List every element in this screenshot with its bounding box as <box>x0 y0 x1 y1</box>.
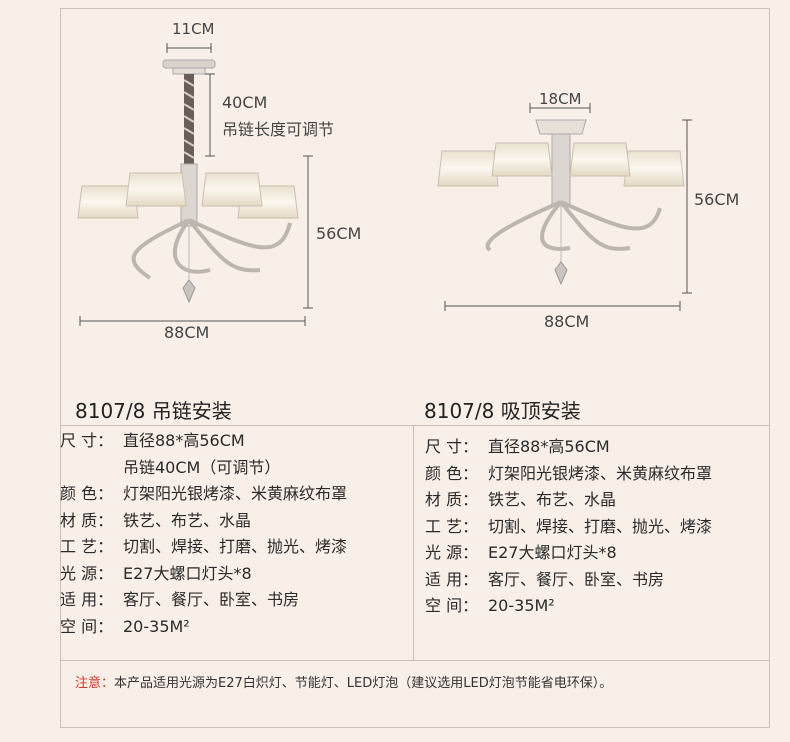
spec-value: 客厅、餐厅、卧室、书房 <box>123 590 300 609</box>
spec-value: 20-35M² <box>488 596 555 615</box>
right-height-label: 56CM <box>694 190 740 209</box>
installation-note: 注意：本产品适用光源为E27白炽灯、节能灯、LED灯泡（建议选用LED灯泡节能省… <box>75 672 612 691</box>
spec-label: 材 质： <box>425 490 479 509</box>
spec-row: 尺 寸： 直径88*高56CM <box>60 428 347 455</box>
spec-value: 铁艺、布艺、水晶 <box>123 510 252 530</box>
spec-label: 颜 色： <box>60 484 114 503</box>
flush-mount-chandelier-illustration <box>437 119 685 286</box>
left-chain-note-label: 吊链长度可调节 <box>222 120 335 139</box>
spec-value: E27大螺口灯头*8 <box>488 543 617 562</box>
column-divider <box>413 425 414 660</box>
spec-row: 吊链40CM（可调节） <box>60 455 347 482</box>
spec-label: 尺 寸： <box>60 431 114 450</box>
spec-label: 颜 色： <box>425 463 479 483</box>
spec-row: 颜 色： 灯架阳光银烤漆、米黄麻纹布罩 <box>425 461 712 488</box>
spec-value: 灯架阳光银烤漆、米黄麻纹布罩 <box>123 484 348 503</box>
note-prefix: 注意： <box>75 676 115 691</box>
right-top-width-label: 18CM <box>539 90 582 108</box>
left-height-label: 56CM <box>316 224 362 243</box>
note-text: 本产品适用光源为E27白炽灯、节能灯、LED灯泡（建议选用LED灯泡节能省电环保… <box>114 676 613 691</box>
right-install-title: 8107/8 吸顶安装 <box>424 399 581 423</box>
left-spec-list: 尺 寸： 直径88*高56CM 吊链40CM（可调节） 颜 色： 灯架阳光银烤漆、米… <box>60 428 347 640</box>
spec-value: 20-35M² <box>123 616 190 636</box>
spec-value: 切割、焊接、打磨、抛光、烤漆 <box>123 537 348 556</box>
spec-row: 材 质： 铁艺、布艺、水晶 <box>425 487 712 514</box>
left-install-title: 8107/8 吊链安装 <box>75 399 232 423</box>
spec-value: 直径88*高56CM <box>123 431 245 450</box>
note-divider <box>60 660 770 661</box>
chandelier-illustrations <box>77 43 692 326</box>
spec-row: 材 质： 铁艺、布艺、水晶 <box>60 508 347 535</box>
spec-label: 适 用： <box>60 590 114 609</box>
left-top-width-label: 11CM <box>172 20 215 38</box>
spec-row: 空 间： 20-35M² <box>60 614 347 641</box>
left-chain-length-label: 40CM <box>222 93 268 112</box>
product-frame <box>60 8 770 728</box>
spec-row: 尺 寸： 直径88*高56CM <box>425 434 712 461</box>
spec-value: 铁艺、布艺、水晶 <box>488 490 617 509</box>
right-width-label: 88CM <box>544 312 590 331</box>
spec-row: 工 艺： 切割、焊接、打磨、抛光、烤漆 <box>60 534 347 561</box>
spec-row: 光 源： E27大螺口灯头*8 <box>60 561 347 588</box>
pendant-chandelier-illustration <box>77 59 299 304</box>
spec-row: 颜 色： 灯架阳光银烤漆、米黄麻纹布罩 <box>60 481 347 508</box>
spec-label: 空 间： <box>425 596 479 615</box>
spec-label: 适 用： <box>425 569 479 589</box>
left-width-label: 88CM <box>164 323 210 342</box>
spec-label: 光 源： <box>60 563 114 583</box>
spec-row: 光 源： E27大螺口灯头*8 <box>425 540 712 567</box>
spec-value: 灯架阳光银烤漆、米黄麻纹布罩 <box>488 463 713 483</box>
title-divider <box>60 425 770 426</box>
spec-value: 切割、焊接、打磨、抛光、烤漆 <box>488 516 713 536</box>
spec-label: 光 源： <box>425 543 479 562</box>
spec-label: 空 间： <box>60 616 114 636</box>
right-spec-list: 尺 寸： 直径88*高56CM 颜 色： 灯架阳光银烤漆、米黄麻纹布罩 材 质： 铁艺… <box>425 434 712 620</box>
spec-row: 适 用： 客厅、餐厅、卧室、书房 <box>60 587 347 614</box>
spec-value: 吊链40CM（可调节） <box>123 457 281 477</box>
spec-value: E27大螺口灯头*8 <box>123 563 252 583</box>
spec-row: 适 用： 客厅、餐厅、卧室、书房 <box>425 567 712 594</box>
spec-row: 空 间： 20-35M² <box>425 593 712 620</box>
spec-label: 工 艺： <box>60 537 114 556</box>
spec-row: 工 艺： 切割、焊接、打磨、抛光、烤漆 <box>425 514 712 541</box>
spec-value: 客厅、餐厅、卧室、书房 <box>488 569 665 589</box>
spec-label: 尺 寸： <box>425 437 479 456</box>
spec-value: 直径88*高56CM <box>488 437 610 456</box>
spec-label: 工 艺： <box>425 516 479 536</box>
spec-label: 材 质： <box>60 510 114 530</box>
